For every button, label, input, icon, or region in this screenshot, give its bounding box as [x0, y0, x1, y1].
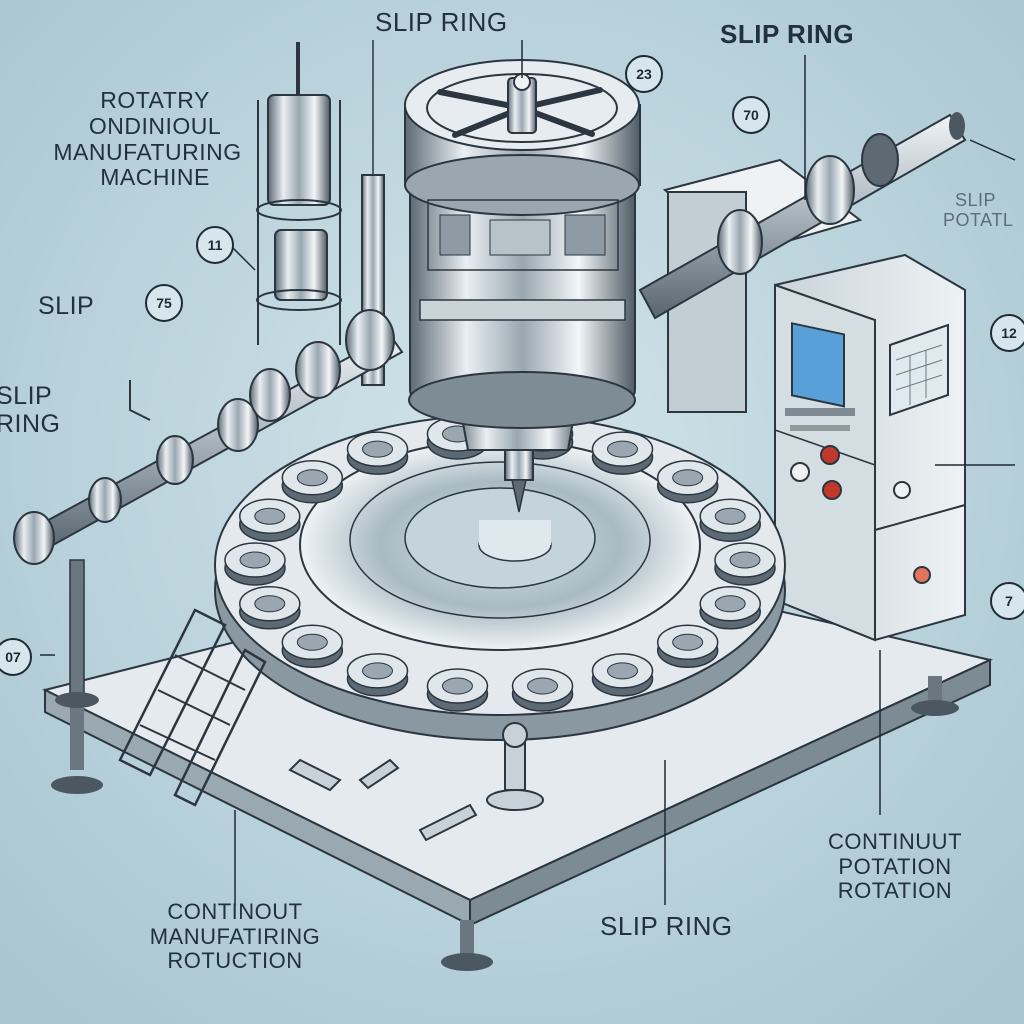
- title-line-4: MACHINE: [100, 164, 210, 191]
- title-line-3: MANUFATURING: [53, 138, 242, 165]
- workstation-pod: [511, 668, 574, 712]
- bottom-left-line-1: CONTINOUT: [167, 899, 303, 924]
- foreground-tools: [288, 722, 544, 842]
- workstation-pod: [591, 653, 654, 697]
- label-slip-left: SLIP: [38, 292, 95, 320]
- callout-7: 7: [990, 582, 1024, 620]
- workstation-pod: [699, 498, 761, 542]
- workstation-pod: [591, 431, 654, 475]
- workstation-pod: [281, 624, 344, 669]
- title-line-2: ONDINIOUL: [88, 112, 222, 139]
- lead-screw-left: [13, 309, 404, 708]
- drive-shaft-right: [638, 112, 967, 320]
- workstation-pod: [714, 542, 776, 586]
- title-label: ROTATRY ONDINIOUL MANUFATURING MACHINE: [53, 87, 250, 191]
- workstation-pod: [239, 586, 301, 630]
- callout-11: 11: [196, 226, 234, 264]
- bottom-right-line-1: CONTINUUT: [827, 829, 963, 854]
- workstation-pod: [699, 586, 761, 630]
- workstation-pod: [656, 624, 719, 669]
- callout-75: 75: [145, 284, 183, 322]
- bottom-left-line-3: ROTUCTION: [167, 948, 303, 974]
- bottom-left-line-2: MANUFATIRING: [149, 923, 321, 949]
- label-slip-ring-top-right: SLIP RING: [720, 19, 855, 49]
- workstation-pod: [239, 498, 301, 542]
- access-stairs: [118, 608, 267, 807]
- workstation-pod: [224, 542, 286, 586]
- callout-23: 23: [625, 55, 663, 93]
- leader-lines: [40, 40, 1016, 905]
- workstation-pod: [656, 459, 719, 504]
- label-slip-ring-top: SLIP RING: [375, 7, 508, 37]
- callout-12: 12: [990, 314, 1024, 352]
- title-line-1: ROTATRY: [100, 87, 210, 113]
- workstation-pod: [346, 431, 409, 475]
- callout-70: 70: [732, 96, 770, 134]
- slip-right-line-1: SLIP: [955, 190, 997, 210]
- spindle-head: [404, 59, 641, 513]
- control-cabinet: [662, 158, 966, 642]
- label-bottom-left: CONTINOUT MANUFATIRING ROTUCTION: [130, 899, 340, 974]
- slip-ring-left-line-1: SLIP: [0, 382, 53, 410]
- workstation-pod: [426, 668, 489, 712]
- workstation-pod: [346, 653, 409, 697]
- slip-ring-left-line-2: RING: [0, 410, 61, 438]
- label-slip-ring-left: SLIP RING: [0, 382, 61, 438]
- bottom-right-line-2: POTATION: [838, 853, 952, 879]
- label-slip-ring-bottom: SLIP RING: [600, 911, 733, 941]
- callout-07: 07: [0, 638, 32, 676]
- workstation-pod: [281, 459, 344, 504]
- label-slip-right: SLIP POTATL: [943, 190, 1013, 230]
- workstation-pods: [224, 416, 776, 712]
- bottom-right-line-3: ROTATION: [837, 878, 953, 904]
- left-column-assembly: [256, 40, 385, 386]
- slip-right-line-2: POTATL: [943, 210, 1014, 231]
- label-bottom-right: CONTINUUT POTATION ROTATION: [815, 829, 975, 904]
